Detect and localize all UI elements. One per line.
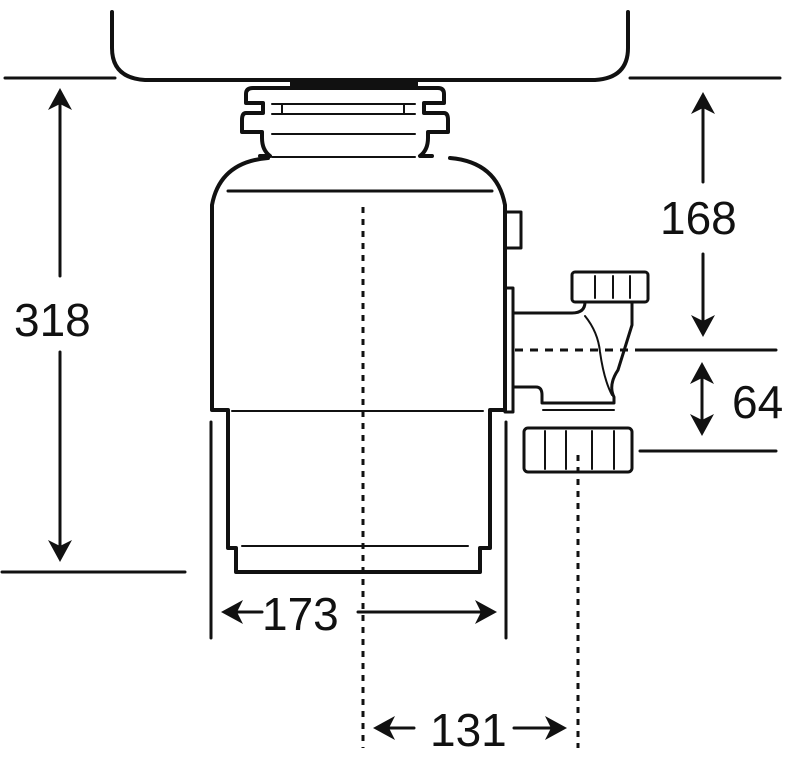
dimension-131-label: 131 [430, 704, 507, 756]
lower-pipe-nut [522, 426, 634, 474]
upper-pipe-nut [570, 270, 650, 304]
sink-bowl [110, 10, 630, 82]
width-173-left-arrowhead [221, 600, 243, 624]
height-318-up-arrowhead [48, 88, 72, 110]
offset-131-right-arrowhead [545, 716, 567, 740]
offset-131-left-arrowhead [373, 716, 395, 740]
dimension-318-label: 318 [14, 294, 91, 346]
disposer-body [210, 156, 507, 574]
height-318-down-arrowhead [48, 540, 72, 562]
mounting-collar [240, 86, 450, 158]
side-switch-box [503, 210, 523, 250]
height-168-down-arrowhead [691, 315, 715, 337]
elbow-inner-curve [584, 315, 613, 396]
dimension-168-label: 168 [660, 192, 737, 244]
height-168-up-arrowhead [691, 92, 715, 114]
discharge-elbow [511, 300, 634, 405]
side-mount-plate [503, 286, 515, 414]
dimension-173-label: 173 [262, 588, 339, 640]
height-64-down-arrowhead [690, 414, 714, 436]
dimension-64-label: 64 [732, 376, 783, 428]
sink-flange [290, 79, 418, 87]
width-173-right-arrowhead [475, 600, 497, 624]
height-64-up-arrowhead [690, 362, 714, 384]
